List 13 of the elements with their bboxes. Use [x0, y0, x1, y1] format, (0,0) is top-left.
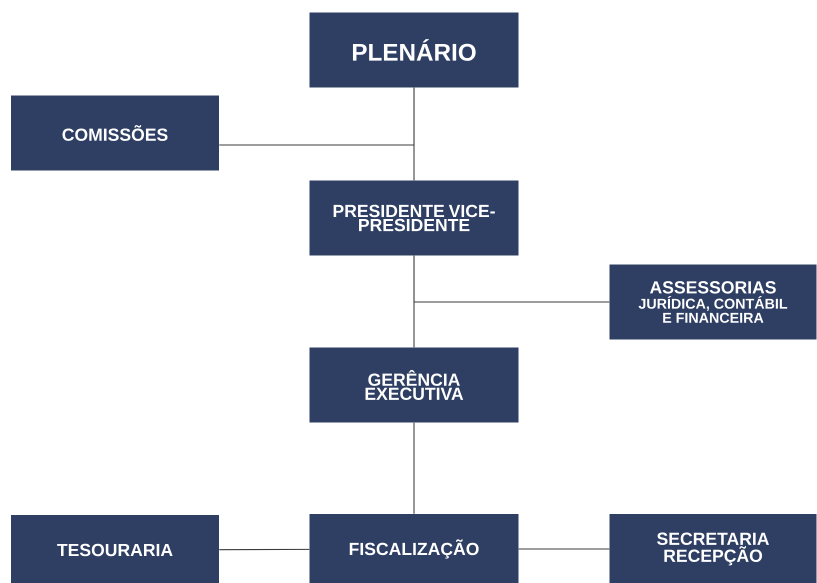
org-box: PLENÁRIO — [310, 12, 518, 88]
org-box: SECRETARIA RECEPÇÃO — [610, 514, 817, 583]
connector-line — [219, 88, 415, 146]
org-box: GERÊNCIA EXECUTIVA — [310, 348, 518, 422]
org-box: FISCALIZAÇÃO — [310, 514, 518, 583]
connector-line — [219, 548, 310, 550]
org-box: ASSESSORIAS JURÍDICA, CONTÁBIL E FINANCEIRA — [610, 264, 817, 340]
connector-line — [518, 548, 610, 550]
org-box: TESOURARIA — [11, 515, 219, 583]
connector-line — [413, 256, 415, 348]
org-box: COMISSÕES — [11, 96, 219, 170]
org-box: PRESIDENTE VICE-PRESIDENTE — [310, 180, 518, 256]
connector-line — [413, 422, 415, 514]
